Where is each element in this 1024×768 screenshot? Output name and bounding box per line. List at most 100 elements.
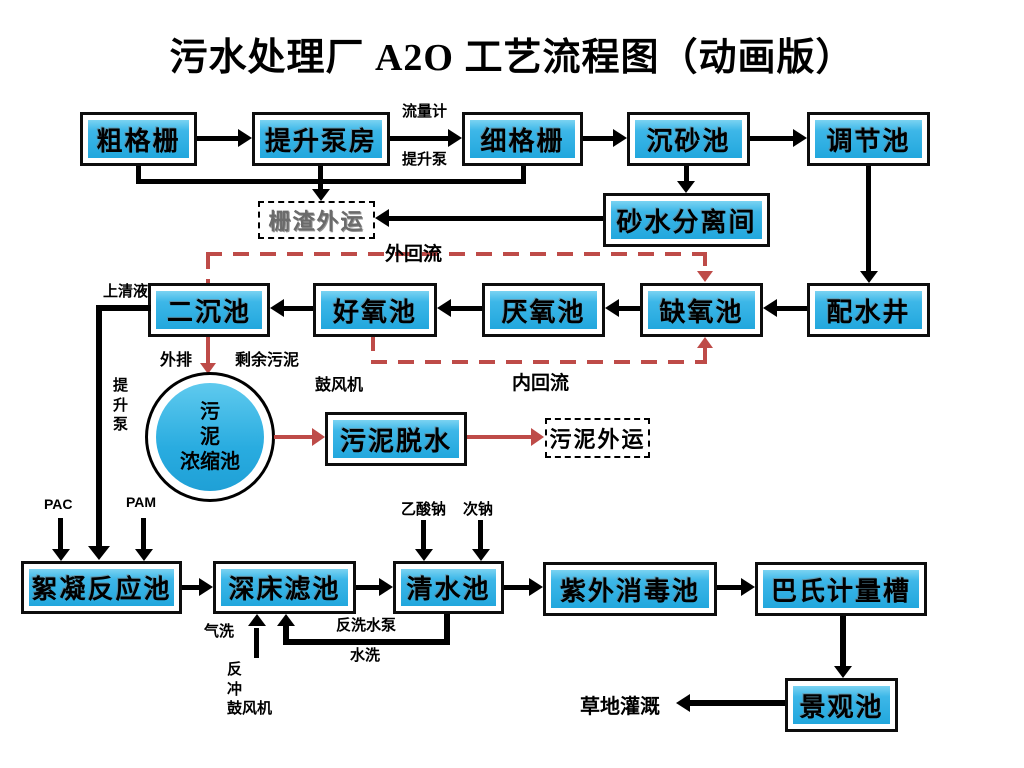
node-equalization-tank-label: 调节池: [815, 120, 922, 158]
arrow-acetate-dosing: [421, 520, 426, 550]
node-sand-water-separation: 砂水分离间: [603, 193, 770, 247]
arrowhead-down-icon: [860, 271, 878, 283]
line-backwash-drop: [444, 614, 450, 645]
recycle-int-drop: [371, 337, 375, 363]
node-fine-screen-label: 细格栅: [470, 120, 575, 158]
node-flocculation-tank-label: 絮凝反应池: [29, 569, 174, 606]
arrowhead-left-icon: [270, 299, 284, 317]
arrowhead-right-red-icon: [312, 428, 325, 446]
arrowhead-down-icon: [677, 181, 695, 193]
label-water-wash: 水洗: [350, 647, 381, 664]
recycle-ext-drop: [703, 252, 707, 272]
arrow-coarse-to-pumpstation: [197, 136, 239, 141]
recycle-int-riser: [703, 348, 707, 362]
arrow-dewatering-to-disposal: [467, 435, 533, 439]
line-flume-drop: [840, 616, 846, 668]
node-grit-chamber-label: 沉砂池: [635, 120, 742, 158]
node-fine-screen: 细格栅: [462, 112, 583, 166]
arrowhead-right-icon: [379, 578, 393, 596]
arrowhead-down-icon: [88, 546, 110, 560]
arrow-anoxic-to-anaerobic: [619, 306, 640, 311]
arrowhead-up-icon: [277, 614, 295, 626]
node-sludge-dewatering-label: 污泥脱水: [333, 420, 459, 458]
arrow-hypochlorite-dosing: [478, 520, 483, 550]
arrow-thickener-to-dewatering: [274, 435, 314, 439]
arrowhead-down-icon: [312, 189, 330, 201]
node-sludge-thickener: 污 泥 浓缩池: [145, 372, 275, 502]
node-distribution-well: 配水井: [807, 283, 930, 337]
node-anoxic-tank: 缺氧池: [640, 283, 763, 337]
line-finescreen-drop: [521, 166, 526, 184]
node-parshall-flume: 巴氏计量槽: [755, 562, 927, 616]
node-uv-disinfection: 紫外消毒池: [543, 562, 717, 616]
line-pumpstation-drop: [318, 166, 323, 190]
label-lift-pump: 提升泵: [402, 151, 448, 168]
node-screenings-disposal: 栅渣外运: [258, 201, 375, 239]
arrow-pond-to-irrigation: [690, 700, 785, 706]
arrow-pumpstation-to-finescreen: [390, 136, 449, 141]
node-screenings-disposal-label: 栅渣外运: [268, 209, 365, 234]
arrowhead-up-red-icon: [697, 337, 713, 348]
node-distribution-well-label: 配水井: [815, 291, 922, 329]
node-sludge-thickener-label: 污 泥 浓缩池: [156, 383, 264, 491]
recycle-int-run: [371, 360, 707, 364]
arrow-clarifier-to-thickener: [206, 337, 210, 365]
node-deep-bed-filter: 深床滤池: [213, 561, 356, 614]
label-backwash-blower: 反 冲 鼓风机: [227, 661, 273, 717]
recycle-ext-riser: [206, 255, 210, 283]
node-sludge-dewatering: 污泥脱水: [325, 412, 467, 466]
arrowhead-right-icon: [613, 129, 627, 147]
node-clear-water-tank-label: 清水池: [401, 569, 496, 606]
label-pac: PAC: [44, 496, 73, 512]
node-landscape-pond-label: 景观池: [793, 686, 890, 724]
node-clear-water-tank: 清水池: [393, 561, 504, 614]
node-deep-bed-filter-label: 深床滤池: [221, 569, 348, 606]
label-external-recycle: 外回流: [385, 244, 443, 265]
label-discharge: 外排: [160, 352, 193, 369]
arrow-pam-dosing: [141, 518, 146, 550]
arrow-filter-to-clearwater: [356, 585, 380, 590]
label-flow-meter: 流量计: [402, 103, 448, 120]
line-grit-drop: [684, 166, 689, 182]
line-equalization-drop: [866, 166, 871, 272]
node-equalization-tank: 调节池: [807, 112, 930, 166]
node-aerobic-tank: 好氧池: [313, 283, 437, 337]
arrow-grit-to-equalization: [750, 136, 794, 141]
arrow-airwash: [254, 628, 259, 658]
label-grass-irrigation: 草地灌溉: [580, 696, 660, 718]
line-separation-to-disposal: [389, 216, 603, 221]
node-anoxic-tank-label: 缺氧池: [648, 291, 755, 329]
arrowhead-left-icon: [676, 694, 690, 712]
line-coarse-drop: [136, 166, 141, 184]
line-supernatant-h: [96, 305, 151, 311]
arrowhead-down-red-icon: [697, 271, 713, 282]
node-lift-pump-station: 提升泵房: [252, 112, 390, 166]
label-pam: PAM: [126, 494, 157, 510]
node-anaerobic-tank: 厌氧池: [482, 283, 605, 337]
line-screenings-collector: [136, 179, 526, 184]
arrow-uv-to-flume: [717, 585, 742, 590]
node-sludge-disposal: 污泥外运: [545, 418, 650, 458]
arrowhead-down-icon: [472, 549, 490, 561]
arrow-well-to-anoxic: [777, 306, 807, 311]
arrowhead-left-icon: [437, 299, 451, 317]
node-landscape-pond: 景观池: [785, 678, 898, 732]
node-aerobic-tank-label: 好氧池: [321, 291, 429, 329]
label-excess-sludge: 剩余污泥: [235, 352, 300, 369]
node-lift-pump-station-label: 提升泵房: [260, 120, 382, 158]
label-sodium-acetate: 乙酸钠: [401, 501, 447, 518]
arrowhead-right-icon: [199, 578, 213, 596]
label-internal-recycle: 内回流: [512, 373, 570, 394]
page-title: 污水处理厂 A2O 工艺流程图（动画版）: [169, 37, 855, 79]
node-sludge-disposal-label: 污泥外运: [549, 427, 646, 452]
label-sodium-hypochlorite: 次钠: [463, 501, 494, 518]
arrowhead-up-icon: [248, 614, 266, 626]
label-blower: 鼓风机: [315, 377, 364, 394]
node-anaerobic-tank-label: 厌氧池: [490, 291, 597, 329]
arrow-clearwater-to-uv: [504, 585, 530, 590]
arrowhead-left-icon: [763, 299, 777, 317]
node-uv-disinfection-label: 紫外消毒池: [551, 570, 709, 608]
arrowhead-down-icon: [135, 549, 153, 561]
node-coarse-screen: 粗格栅: [80, 112, 197, 166]
recycle-ext-run: [206, 252, 705, 256]
